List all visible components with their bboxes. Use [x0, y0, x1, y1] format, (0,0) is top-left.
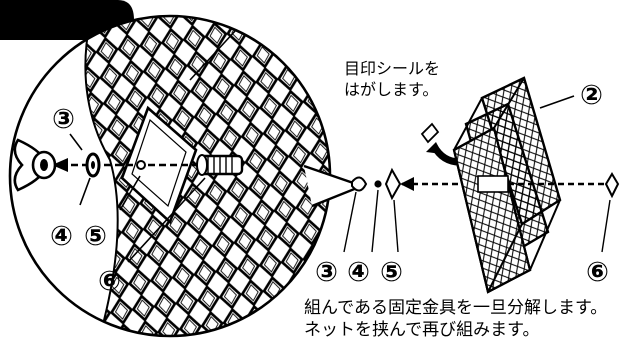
callout-magnified-washer: ④: [50, 221, 73, 252]
magnified-detail: ② ③ ④ ⑤ ⑥: [8, 14, 332, 338]
exploded-bolt: [601, 172, 620, 253]
callout-exploded-spacer: ⑤: [380, 257, 403, 288]
sticker-instruction: 目印シールを はがします。: [344, 58, 440, 100]
header-banner: [0, 0, 134, 40]
callout-exploded-wing-nut: ③: [315, 257, 338, 288]
sticker-instruction-line: はがします。: [344, 80, 439, 99]
callout-magnified-bolt: ⑥: [98, 266, 121, 297]
callout-basket: ②: [580, 80, 603, 111]
magnified-wing-nut: [13, 138, 57, 192]
assembly-instruction-line: 組んである固定金具を一旦分解します。: [304, 298, 608, 318]
callout-magnified-spacer: ⑤: [84, 221, 107, 252]
exploded-washer: [374, 180, 382, 188]
callout-bolt: ⑥: [586, 257, 609, 288]
sticker-instruction-line: 目印シールを: [344, 59, 441, 78]
exploded-spacer: [384, 167, 402, 201]
callout-magnified-wing-nut: ③: [52, 104, 75, 135]
exploded-wing-nut: [351, 176, 368, 192]
magnified-bolt: [196, 154, 244, 176]
callout-exploded-washer: ④: [347, 257, 370, 288]
wire-basket: [452, 76, 610, 294]
assembly-instruction: 組んである固定金具を一旦分解します。 ネットを挟んで再び組みます。: [304, 297, 607, 341]
assembly-instruction-line: ネットを挟んで再び組みます。: [304, 320, 540, 340]
exploded-parts: [343, 167, 476, 253]
